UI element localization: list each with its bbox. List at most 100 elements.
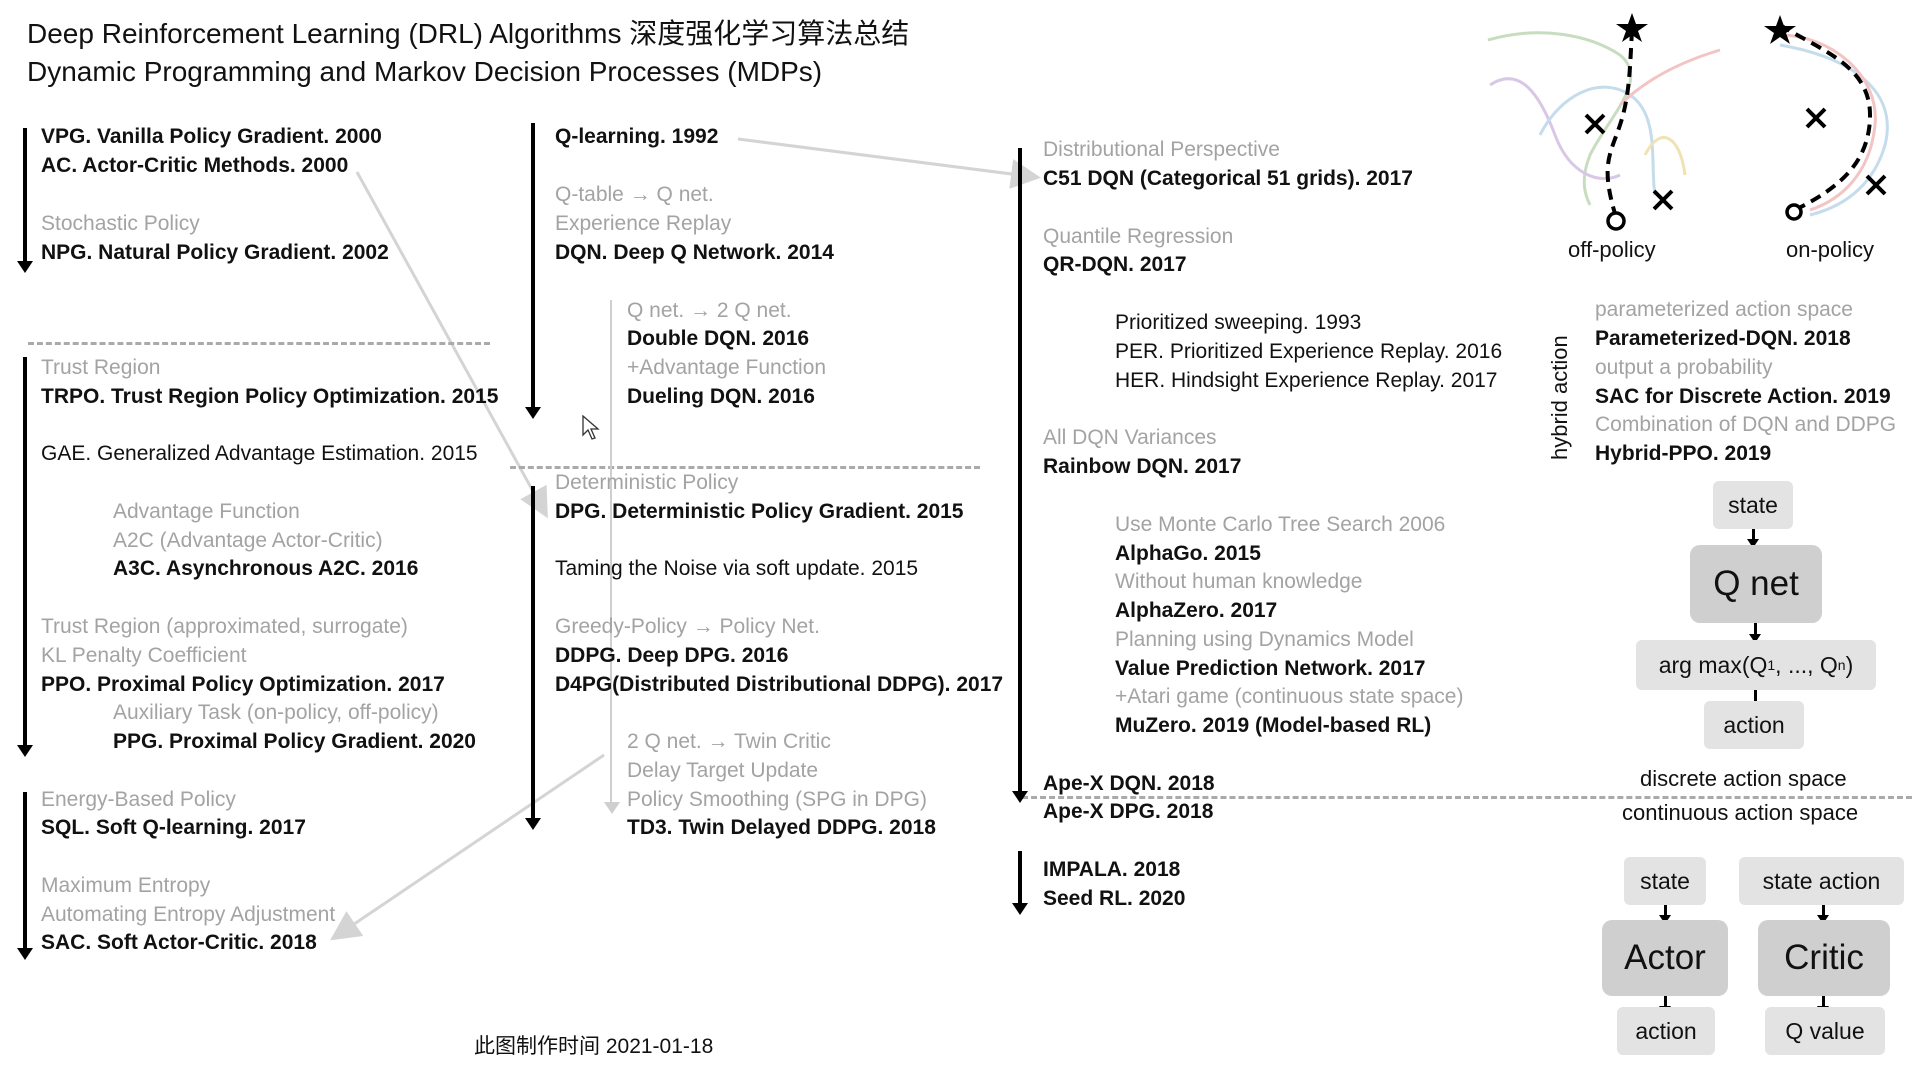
algo-sac: SAC. Soft Actor-Critic. 2018 (41, 931, 317, 954)
algo-ppg: PPG. Proximal Policy Gradient. 2020 (113, 730, 476, 753)
argmax-prefix: arg max(Q (1658, 651, 1768, 678)
cross-icon (1584, 113, 1606, 135)
cross-icon (1805, 107, 1827, 129)
note-greedy: Greedy-Policy → Policy Net. (555, 615, 820, 638)
algo-gae: GAE. Generalized Advantage Estimation. 2… (41, 442, 478, 465)
footer-date-note: 此图制作时间 2021-01-18 (474, 1035, 714, 1058)
algo-dpg: DPG. Deterministic Policy Gradient. 2015 (555, 500, 964, 523)
note-tr-approx: Trust Region (approximated, surrogate) (41, 615, 408, 638)
label-discrete-space: discrete action space (1640, 766, 1847, 791)
timeline-arrow (17, 357, 33, 757)
algo-a3c: A3C. Asynchronous A2C. 2016 (113, 557, 419, 580)
algo-impala: IMPALA. 2018 (1043, 858, 1181, 881)
critic-box: Critic (1758, 920, 1890, 996)
algo-muzero: MuZero. 2019 (Model-based RL) (1115, 714, 1432, 737)
algo-her: HER. Hindsight Experience Replay. 2017 (1115, 369, 1498, 392)
arrow-down (1817, 905, 1829, 924)
note-advantage2: +Advantage Function (627, 356, 827, 379)
separator-discrete-continuous (1022, 796, 1912, 799)
star-icon (1616, 13, 1648, 42)
algo-c51: C51 DQN (Categorical 51 grids). 2017 (1043, 167, 1413, 190)
note-distributional: Distributional Perspective (1043, 138, 1280, 161)
note-output-prob: output a probability (1595, 356, 1773, 379)
arrow-td3-to-sac (330, 753, 605, 941)
algo-prioritized-sweeping: Prioritized sweeping. 1993 (1115, 311, 1362, 334)
timeline-arrow (525, 486, 541, 830)
algo-sql: SQL. Soft Q-learning. 2017 (41, 816, 306, 839)
note-atari: +Atari game (continuous state space) (1115, 685, 1464, 708)
timeline-arrow (525, 123, 541, 419)
algo-qrdqn: QR-DQN. 2017 (1043, 253, 1187, 276)
arrow-down (1659, 905, 1671, 924)
label-on-policy: on-policy (1786, 237, 1875, 262)
note-maxent: Maximum Entropy (41, 874, 211, 897)
algo-dueling-dqn: Dueling DQN. 2016 (627, 385, 815, 408)
star-icon (1764, 15, 1796, 44)
label-hybrid-action: hybrid action (1547, 335, 1572, 460)
label-continuous-space: continuous action space (1622, 800, 1859, 825)
algo-vpn: Value Prediction Network. 2017 (1115, 657, 1426, 680)
algo-alphago: AlphaGo. 2015 (1115, 542, 1261, 565)
arrow-down (1749, 623, 1761, 643)
argmax-mid: , ..., Q (1775, 651, 1838, 678)
algo-param-dqn: Parameterized-DQN. 2018 (1595, 327, 1851, 350)
start-circle (1606, 211, 1626, 231)
note-exp-replay: Experience Replay (555, 212, 732, 235)
separator-col2 (510, 466, 980, 469)
algo-apex-dqn: Ape-X DQN. 2018 (1043, 772, 1215, 795)
note-mcts: Use Monte Carlo Tree Search 2006 (1115, 513, 1446, 536)
arrow-qlearning-to-c51 (737, 137, 1041, 189)
note-combination: Combination of DQN and DDPG (1595, 413, 1897, 436)
label-off-policy: off-policy (1568, 237, 1656, 262)
note-stochastic: Stochastic Policy (41, 212, 200, 235)
algo-npg: NPG. Natural Policy Gradient. 2002 (41, 241, 389, 264)
algo-ac: AC. Actor-Critic Methods. 2000 (41, 154, 349, 177)
start-circle (1785, 203, 1803, 221)
mouse-cursor-icon (582, 415, 600, 440)
actor-action-box: action (1617, 1007, 1715, 1055)
timeline-arrow (17, 792, 33, 960)
note-smoothing: Policy Smoothing (SPG in DPG) (627, 788, 927, 811)
algo-hybrid-ppo: Hybrid-PPO. 2019 (1595, 442, 1772, 465)
arrow-down (1659, 996, 1671, 1015)
timeline-arrow (17, 128, 33, 273)
algo-sac-discrete: SAC for Discrete Action. 2019 (1595, 385, 1891, 408)
algo-per: PER. Prioritized Experience Replay. 2016 (1115, 340, 1503, 363)
note-qtable: Q-table → Q net. (555, 183, 714, 206)
algo-ddpg: DDPG. Deep DPG. 2016 (555, 644, 789, 667)
algo-vpg: VPG. Vanilla Policy Gradient. 2000 (41, 125, 382, 148)
q-state-box: state (1713, 481, 1793, 529)
note-param-space: parameterized action space (1595, 298, 1853, 321)
note-a2c: A2C (Advantage Actor-Critic) (113, 529, 383, 552)
page-subtitle: Dynamic Programming and Markov Decision … (27, 56, 823, 87)
q-net-box: Q net (1690, 545, 1822, 623)
note-auto-entropy: Automating Entropy Adjustment (41, 903, 336, 926)
note-planning: Planning using Dynamics Model (1115, 628, 1414, 651)
algo-ppo: PPO. Proximal Policy Optimization. 2017 (41, 673, 445, 696)
note-quantile: Quantile Regression (1043, 225, 1234, 248)
algo-seed-rl: Seed RL. 2020 (1043, 887, 1186, 910)
note-all-variances: All DQN Variances (1043, 426, 1217, 449)
note-kl: KL Penalty Coefficient (41, 644, 247, 667)
arrow-down (1747, 529, 1759, 548)
algo-apex-dpg: Ape-X DPG. 2018 (1043, 800, 1214, 823)
algo-d4pg: D4PG(Distributed Distributional DDPG). 2… (555, 673, 1004, 696)
algo-dqn: DQN. Deep Q Network. 2014 (555, 241, 834, 264)
note-trust-region: Trust Region (41, 356, 161, 379)
algo-alphazero: AlphaZero. 2017 (1115, 599, 1278, 622)
algo-qlearning: Q-learning. 1992 (555, 125, 719, 148)
critic-q-value-box: Q value (1765, 1007, 1885, 1055)
note-energy: Energy-Based Policy (41, 788, 236, 811)
q-action-box: action (1704, 701, 1804, 749)
cross-icon (1652, 189, 1674, 211)
cross-icon (1865, 174, 1887, 196)
algo-trpo: TRPO. Trust Region Policy Optimization. … (41, 385, 499, 408)
timeline-arrow (1012, 148, 1028, 803)
algo-rainbow: Rainbow DQN. 2017 (1043, 455, 1242, 478)
actor-state-box: state (1624, 857, 1706, 905)
note-no-human: Without human knowledge (1115, 570, 1363, 593)
actor-box: Actor (1602, 920, 1728, 996)
note-delay: Delay Target Update (627, 759, 819, 782)
note-aux: Auxiliary Task (on-policy, off-policy) (113, 701, 439, 724)
note-twin: 2 Q net. → Twin Critic (627, 730, 831, 753)
